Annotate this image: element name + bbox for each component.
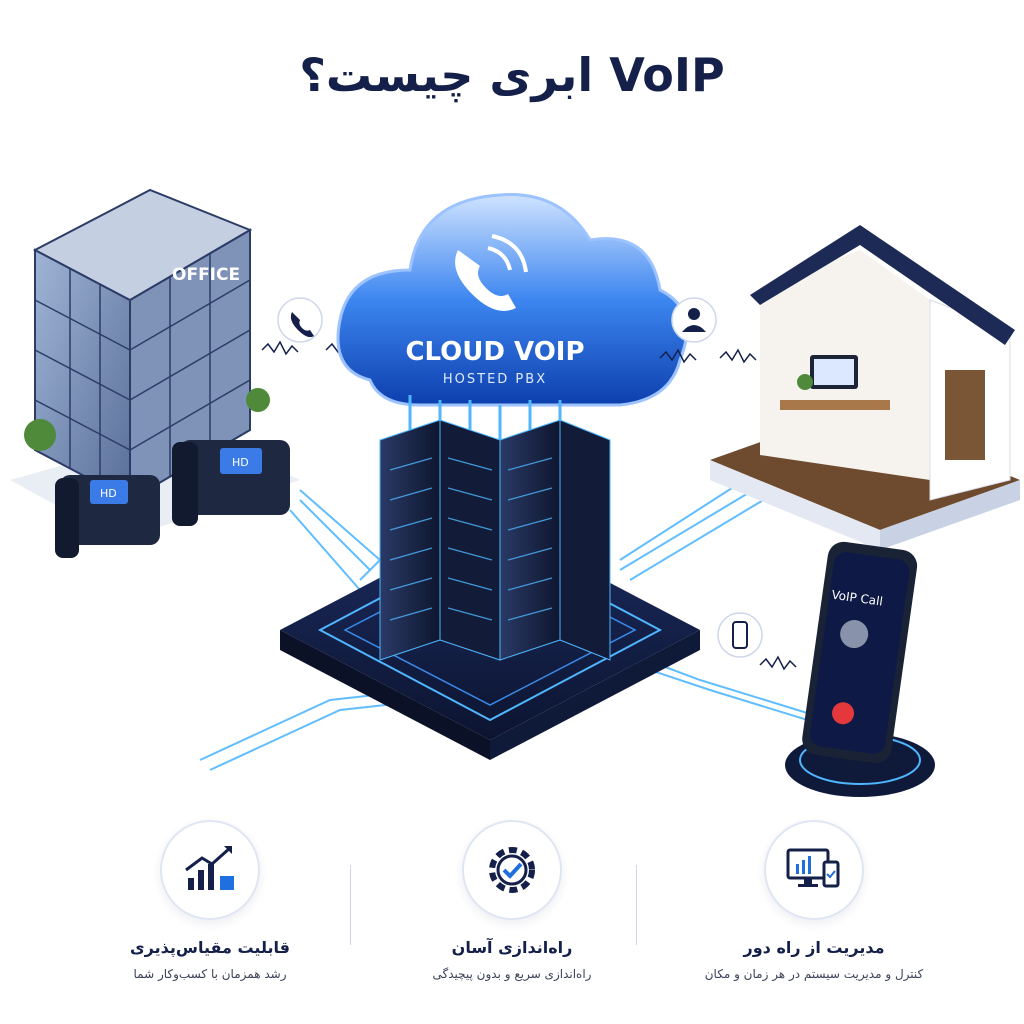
desk-phone-icon: HD: [172, 440, 290, 526]
feature-title: راه‌اندازی آسان: [451, 938, 573, 957]
feature-divider: [636, 865, 637, 945]
home-office: [710, 225, 1020, 550]
desk-phone-screen-label: HD: [100, 487, 117, 500]
server-racks: [379, 419, 611, 661]
feature-icon-frame: [160, 820, 260, 920]
diagram-canvas: OFFICE HD HD: [10, 188, 1020, 797]
smartphone-icon: [732, 621, 748, 649]
gear-check-icon: [489, 847, 535, 893]
user-bubble: [659, 297, 757, 364]
phone-call-bubble: [261, 297, 363, 356]
hang-up-button[interactable]: [831, 701, 856, 726]
feature-icon-frame: [764, 820, 864, 920]
cloud-subtitle: HOSTED PBX: [443, 372, 547, 387]
feature-description: کنترل و مدیریت سیستم در هر زمان و مکان: [704, 967, 924, 981]
phone-signal-icon: [455, 234, 528, 311]
cloud-title: CLOUD VOIP: [405, 337, 584, 367]
page-title: VoIP ابری چیست؟: [299, 48, 725, 102]
cloud-voip-shape: CLOUD VOIP HOSTED PBX: [336, 193, 689, 407]
feature-title: قابلیت مقیاس‌پذیری: [130, 938, 290, 957]
feature-description: راه‌اندازی سریع و بدون پیچیدگی: [432, 967, 592, 981]
feature-easy-setup: راه‌اندازی آسان راه‌اندازی سریع و بدون پ…: [362, 820, 662, 981]
office-sign: OFFICE: [172, 265, 240, 285]
mobile-bubble: [717, 612, 797, 671]
feature-title: مدیریت از راه دور: [743, 938, 885, 957]
feature-divider: [350, 865, 351, 945]
desk-phone-screen-label: HD: [232, 456, 249, 469]
desk-phone-icon: HD: [55, 475, 160, 558]
user-icon: [688, 308, 700, 320]
phone-handset-icon: [290, 312, 314, 338]
feature-scalability: قابلیت مقیاس‌پذیری رشد همزمان با کسب‌وکا…: [60, 820, 360, 981]
mobile-phone: VoIP Call: [785, 541, 935, 797]
feature-remote-management: مدیریت از راه دور کنترل و مدیریت سیستم د…: [664, 820, 964, 981]
feature-description: رشد همزمان با کسب‌وکار شما: [133, 967, 287, 981]
feature-icon-frame: [462, 820, 562, 920]
monitor-phone-icon: [786, 848, 840, 888]
growth-chart-icon: [185, 846, 234, 890]
